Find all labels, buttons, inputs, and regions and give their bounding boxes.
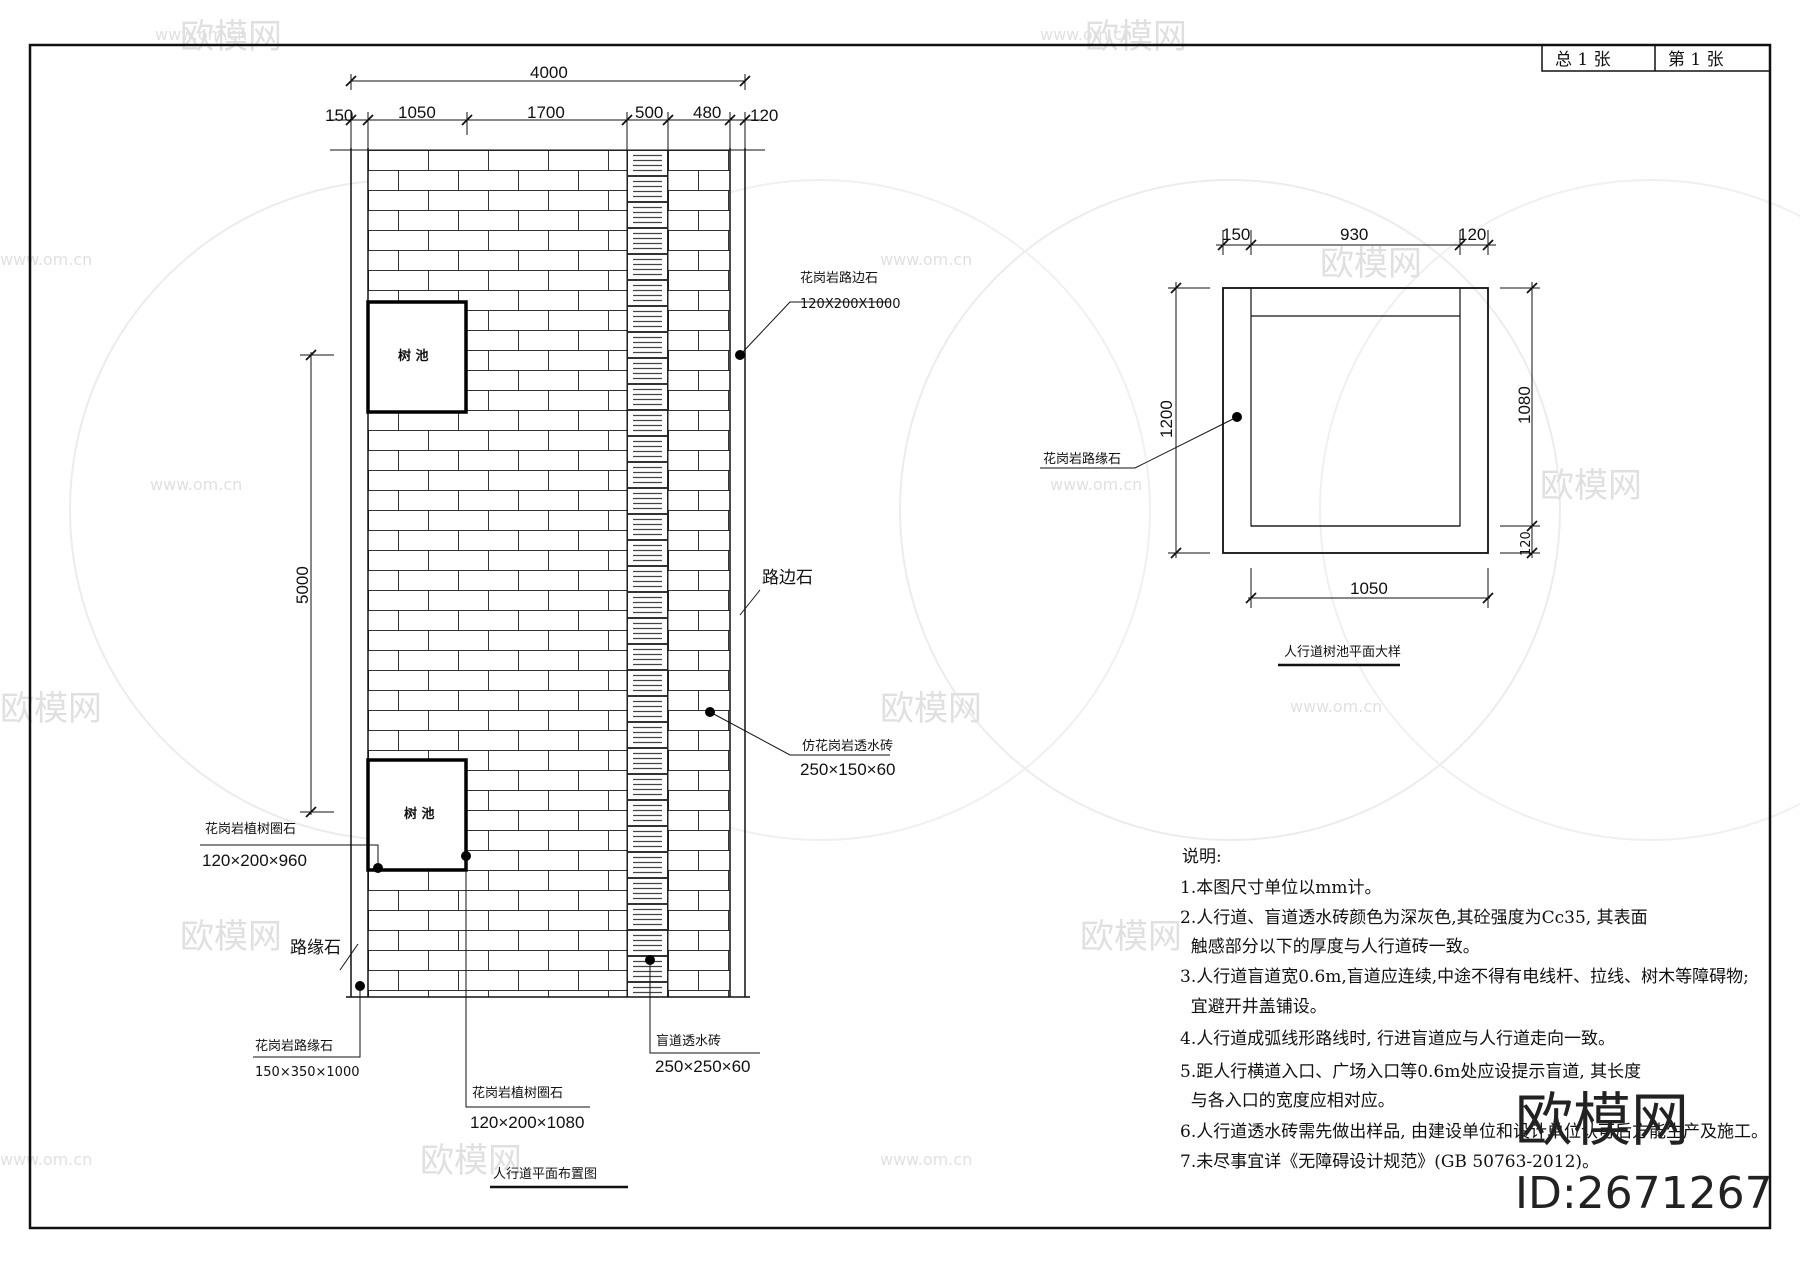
dim-segment: 1700 <box>527 103 565 122</box>
watermark-brand: 欧模网 <box>0 689 102 729</box>
dim-segment: 120 <box>750 106 778 125</box>
watermark-url: www.om.cn <box>1050 475 1142 494</box>
plan-dimension-left: 5000 <box>293 349 334 818</box>
detail-dim-c: 120 <box>1458 225 1486 244</box>
watermark-url: www.om.cn <box>880 250 972 269</box>
watermark-brand: 欧模网 <box>180 17 282 57</box>
label-curb-right: 花岗岩路边石 <box>800 270 878 286</box>
watermark-url: www.om.cn <box>155 25 247 44</box>
title-block: 总 1 张 第 1 张 <box>1541 44 1771 72</box>
dim-pit-spacing: 5000 <box>293 566 312 604</box>
watermark-brand: 欧模网 <box>1080 917 1182 957</box>
tree-pit-label: 树 池 <box>398 348 429 364</box>
brand-name: 欧模网 <box>1515 1086 1689 1154</box>
detail-dim-width: 1050 <box>1350 579 1388 598</box>
watermark-brand: 欧模网 <box>880 689 982 729</box>
label-paver-spec: 250×150×60 <box>800 760 896 779</box>
note-line: 7.未尽事宜详《无障碍设计规范》(GB 50763-2012)。 <box>1180 1152 1599 1172</box>
label-curb-right-short: 路边石 <box>762 568 813 587</box>
note-line: 4.人行道成弧线形路线时, 行进盲道应与人行道走向一致。 <box>1180 1029 1615 1049</box>
sidewalk-plan: 树 池 树 池 4000 <box>200 63 901 1189</box>
label-ring-top-spec: 120×200×960 <box>202 851 307 870</box>
note-line: 3.人行道盲道宽0.6m,盲道应连续,中途不得有电线杆、拉线、树木等障碍物; <box>1180 967 1749 987</box>
plan-dimensions-top: 4000 150 1050 1700 500 480 <box>325 63 778 151</box>
note-line: 触感部分以下的厚度与人行道砖一致。 <box>1180 937 1480 957</box>
detail-dim-height: 1200 <box>1157 400 1176 438</box>
watermark-brand: 欧模网 <box>420 1141 522 1181</box>
watermark-brand: 欧模网 <box>1540 466 1642 506</box>
label-ring-top: 花岗岩植树圈石 <box>205 821 296 837</box>
watermark-url: www.om.cn <box>1040 25 1132 44</box>
detail-dim-b: 930 <box>1340 225 1368 244</box>
detail-dim-a: 150 <box>1222 225 1250 244</box>
detail-dim-inner-small: 120 <box>1519 531 1534 556</box>
label-ring-bottom-spec: 120×200×1080 <box>470 1113 584 1132</box>
sheet-border <box>28 43 1772 1230</box>
plan-caption: 人行道平面布置图 <box>493 1167 597 1182</box>
note-line: 1.本图尺寸单位以mm计。 <box>1180 878 1381 898</box>
label-paver: 仿花岗岩透水砖 <box>802 738 893 754</box>
watermark-url: www.om.cn <box>880 1150 972 1169</box>
label-curb-left-spec: 150×350×1000 <box>255 1065 360 1080</box>
watermark-url: www.om.cn <box>1290 697 1382 716</box>
detail-dim-inner: 1080 <box>1515 386 1534 424</box>
watermark-brand: 欧模网 <box>180 917 282 957</box>
watermark-url: www.om.cn <box>150 475 242 494</box>
note-line: 与各入口的宽度应相对应。 <box>1180 1091 1395 1111</box>
label-blind-paver: 盲道透水砖 <box>656 1033 721 1049</box>
watermark-brand: 欧模网 <box>1085 17 1187 57</box>
dim-segment: 500 <box>635 103 663 122</box>
note-line: 2.人行道、盲道透水砖颜色为深灰色,其砼强度为Cc35, 其表面 <box>1180 908 1648 928</box>
brand-id: ID:2671267 <box>1515 1168 1773 1219</box>
tree-pit-detail: 150 930 120 1200 1080 120 1050 花岗岩路缘石 人行… <box>1040 225 1540 667</box>
detail-label-curb: 花岗岩路缘石 <box>1043 451 1121 467</box>
dim-segment: 1050 <box>398 103 436 122</box>
label-blind-paver-spec: 250×250×60 <box>655 1057 751 1076</box>
label-curb-right-spec: 120X200X1000 <box>800 297 901 312</box>
note-line: 宜避开井盖铺设。 <box>1180 997 1327 1017</box>
label-curb-left-short: 路缘石 <box>290 938 341 957</box>
detail-caption: 人行道树池平面大样 <box>1284 645 1401 660</box>
plan-annotations: 花岗岩路边石 120X200X1000 路边石 仿花岗岩透水砖 250×150×… <box>200 270 901 1132</box>
notes-heading: 说明: <box>1182 847 1222 867</box>
tree-pit-top: 树 池 <box>366 300 468 414</box>
note-line: 6.人行道透水砖需先做出样品, 由建设单位和设计单位认可后方能生产及施工。 <box>1180 1122 1768 1142</box>
dim-segment: 480 <box>693 103 721 122</box>
dim-segment: 150 <box>325 106 353 125</box>
sheet-total-label: 总 1 张 <box>1555 50 1611 70</box>
watermark-url: www.om.cn <box>0 1150 92 1169</box>
dim-total-width: 4000 <box>530 63 568 82</box>
watermark-brand: 欧模网 <box>1320 244 1422 284</box>
tree-pit-bottom: 树 池 <box>366 758 468 872</box>
watermark-layer: 欧模网 欧模网 www.om.cn www.om.cn 欧模网 欧模网 www.… <box>0 17 1800 1181</box>
label-curb-left: 花岗岩路缘石 <box>255 1038 333 1054</box>
blind-path-strip <box>627 150 668 997</box>
sheet-number-label: 第 1 张 <box>1668 50 1724 70</box>
notes-block: 说明: 1.本图尺寸单位以mm计。 2.人行道、盲道透水砖颜色为深灰色,其砼强度… <box>1180 847 1768 1172</box>
label-ring-bottom: 花岗岩植树圈石 <box>472 1085 563 1101</box>
note-line: 5.距人行横道入口、广场入口等0.6m处应设提示盲道, 其长度 <box>1180 1062 1641 1082</box>
tree-pit-label: 树 池 <box>404 806 435 822</box>
brand-mark: 欧模网 ID:2671267 <box>1515 1086 1773 1219</box>
watermark-url: www.om.cn <box>0 250 92 269</box>
